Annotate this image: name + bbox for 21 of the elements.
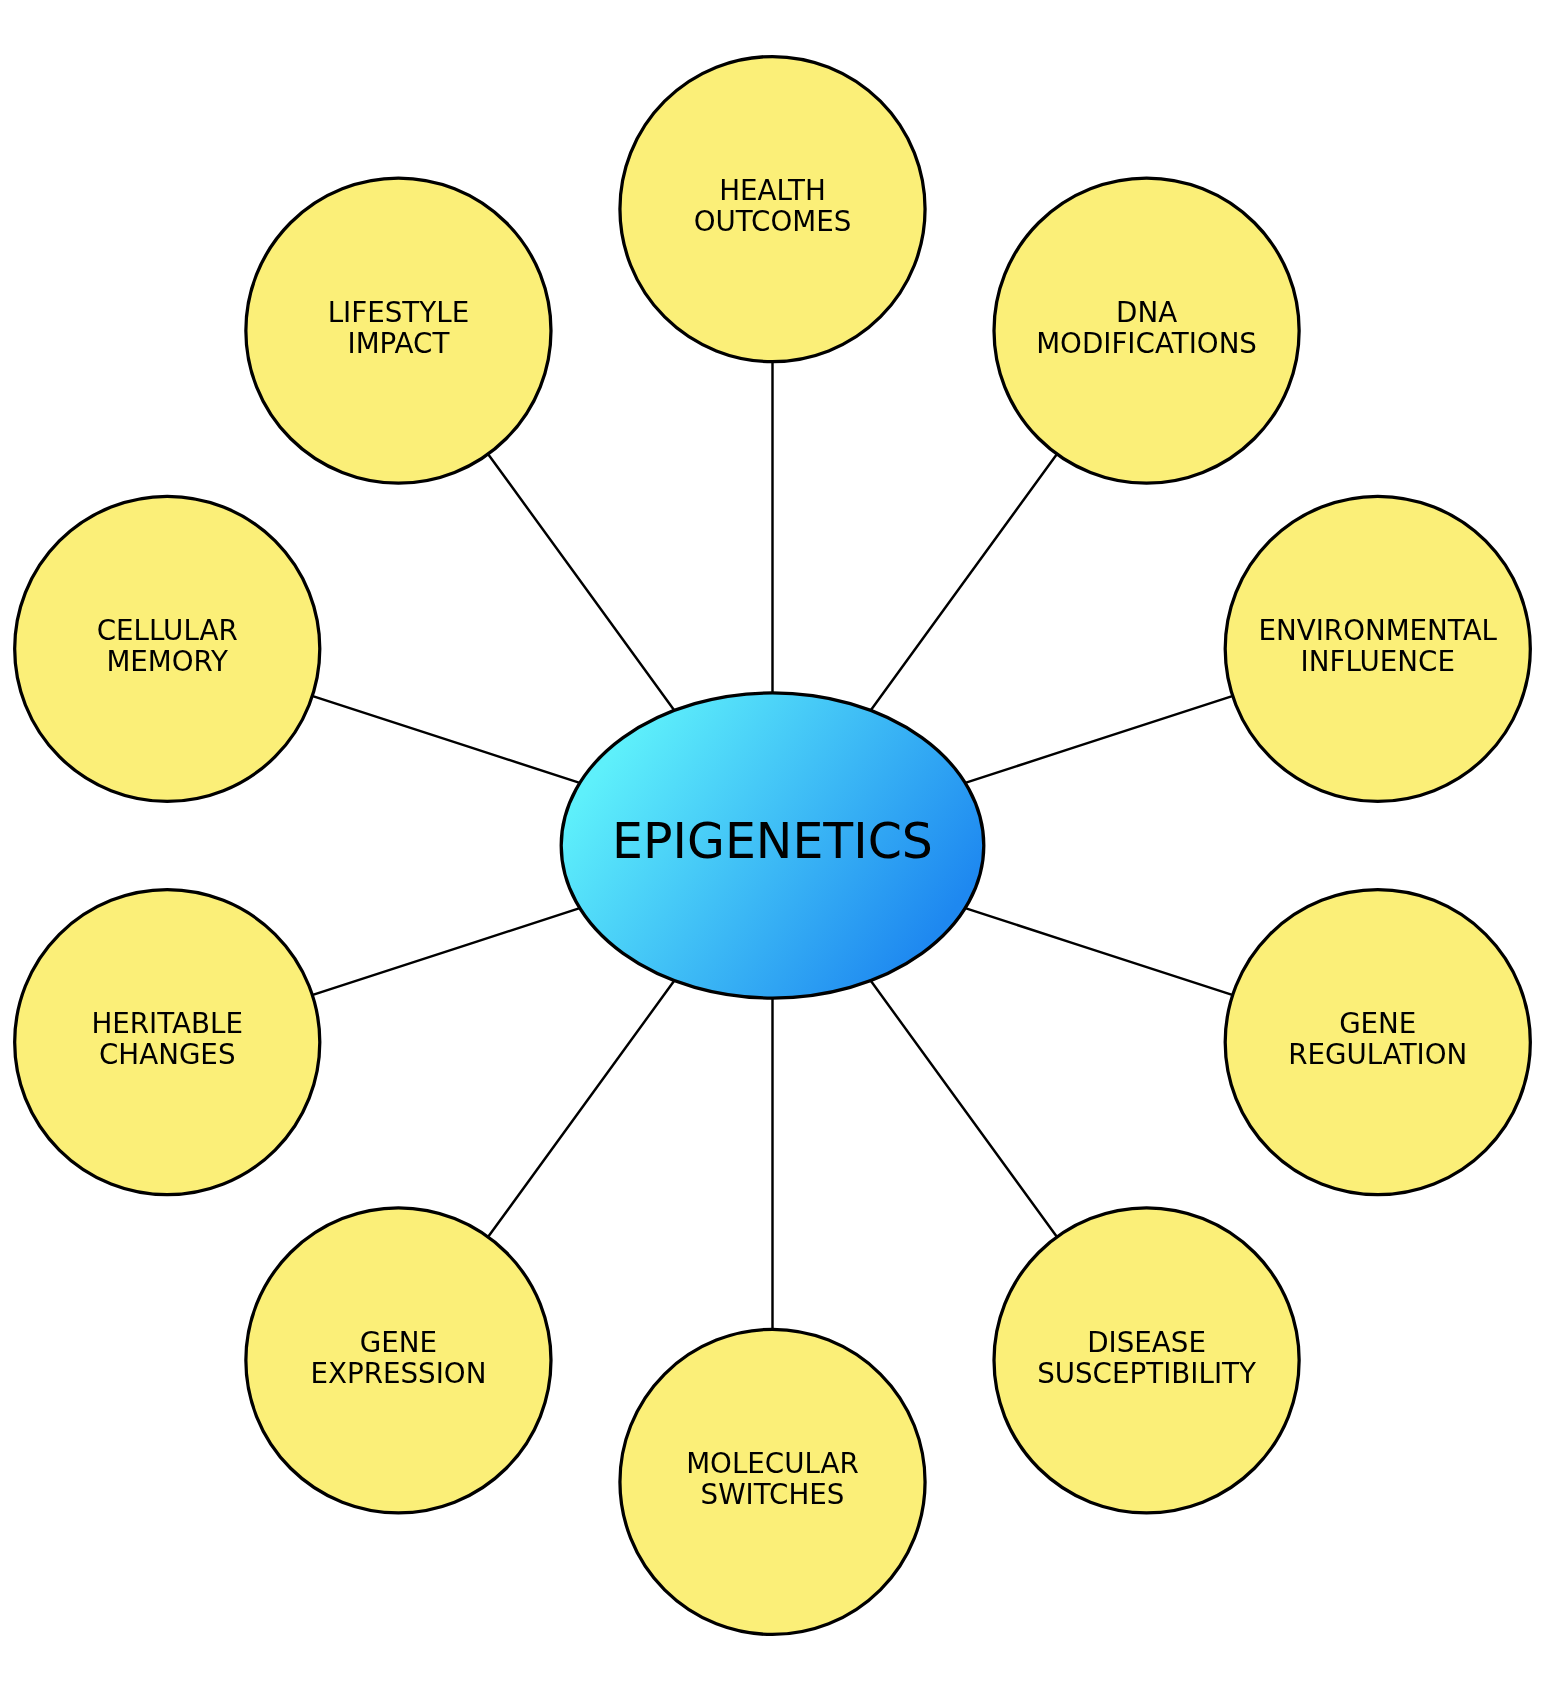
connector (312, 906, 581, 996)
connector (771, 998, 774, 1329)
node-circle: GENE REGULATION (1223, 887, 1532, 1196)
node-circle: HERITABLE CHANGES (13, 887, 322, 1196)
node-ellipse: EPIGENETICS (559, 690, 986, 1000)
connector (487, 453, 676, 711)
connector (771, 361, 774, 692)
node-circle: ENVIRONMENTAL INFLUENCE (1223, 494, 1532, 803)
connector (964, 694, 1233, 784)
node-circle: GENE EXPRESSION (244, 1205, 553, 1515)
connector (964, 906, 1233, 996)
connector (487, 979, 676, 1237)
connector (312, 694, 581, 784)
connector (869, 453, 1058, 711)
node-circle: LIFESTYLE IMPACT (244, 175, 553, 485)
node-circle: MOLECULAR SWITCHES (618, 1327, 927, 1636)
connector (869, 979, 1058, 1237)
node-circle: DISEASE SUSCEPTIBILITY (992, 1205, 1301, 1515)
node-circle: HEALTH OUTCOMES (618, 54, 927, 363)
node-circle: DNA MODIFICATIONS (992, 175, 1301, 485)
node-circle: CELLULAR MEMORY (13, 494, 322, 803)
